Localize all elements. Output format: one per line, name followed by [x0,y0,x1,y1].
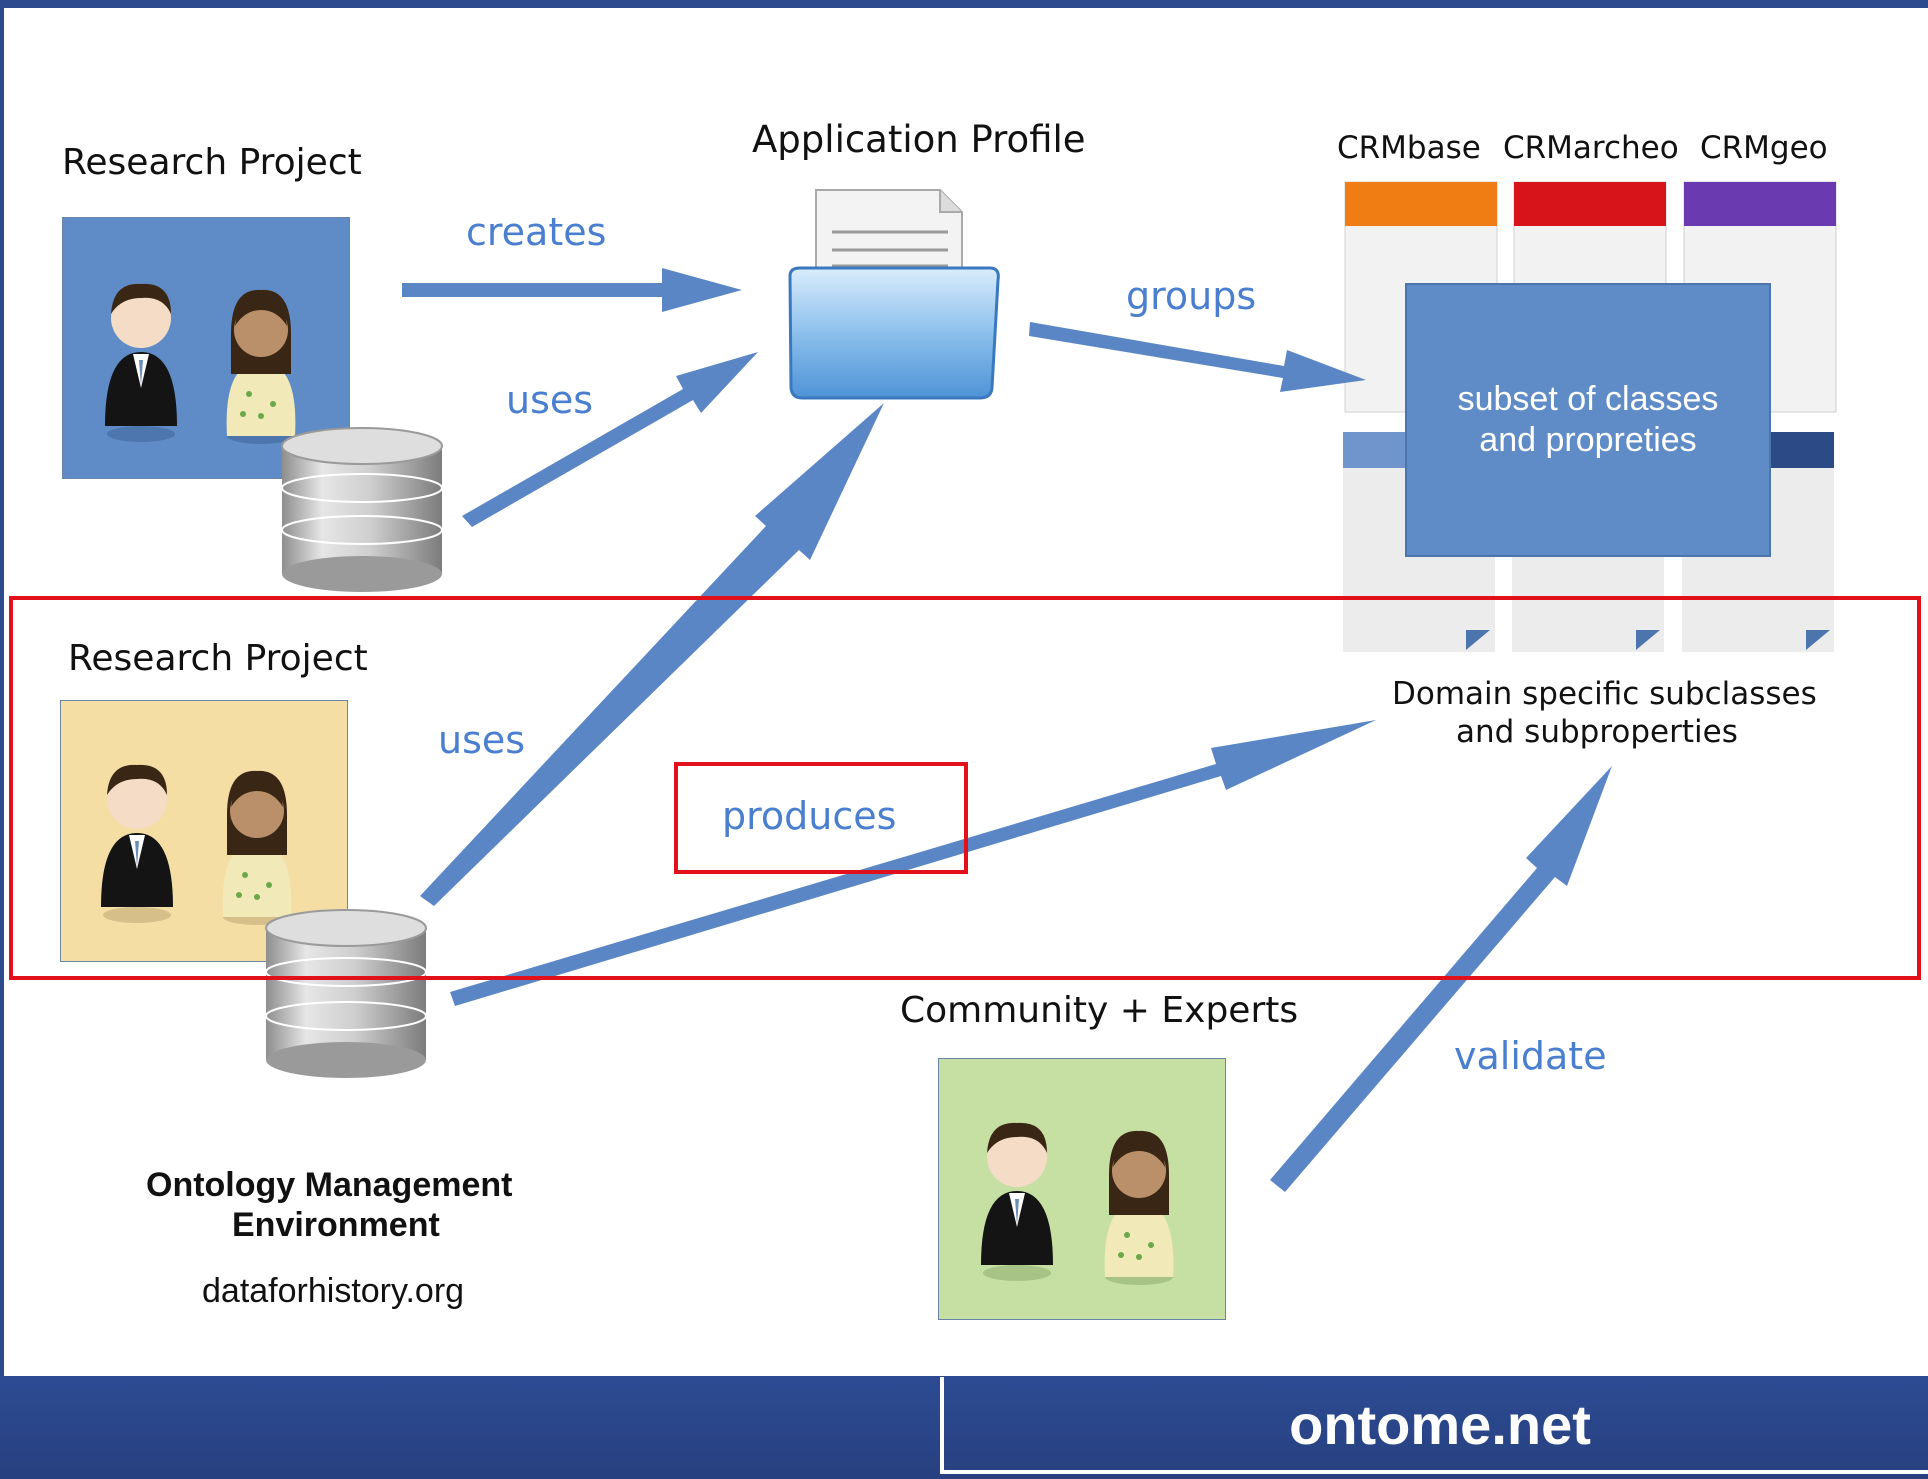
crmarcheo-label: CRMarcheo [1503,130,1679,166]
subset-box: subset of classes and propreties [1405,283,1771,557]
arrow-validate [1270,766,1612,1192]
arrow-creates [402,268,742,312]
produces-label: produces [722,794,897,838]
application-profile-folder-icon [788,189,1000,400]
website-label: dataforhistory.org [202,1272,465,1310]
people-icon [981,1122,1174,1285]
database-icon-top [281,427,443,592]
domain-specific-label-line2: and subproperties [1456,714,1738,750]
research-project-bottom-label: Research Project [68,638,368,679]
footer-site-label[interactable]: ontome.net [1289,1393,1591,1456]
people-icon [101,764,292,925]
footer-bar [0,1377,1928,1479]
domain-specific-label-line1: Domain specific subclasses [1392,676,1817,712]
community-experts-box [938,1058,1226,1320]
crmgeo-label: CRMgeo [1700,130,1828,166]
arrow-produces [450,720,1376,1006]
research-project-bottom-box [60,700,348,962]
highlight-rectangle-large [9,596,1921,980]
footer-panel [940,1377,1928,1474]
database-icon-bottom [265,909,427,1078]
subset-box-label: subset of classes and propreties [1457,380,1719,459]
highlight-rectangle-produces [674,762,968,874]
ome-title-line2: Environment [232,1206,440,1244]
uses-top-label: uses [506,378,594,422]
research-project-top-label: Research Project [62,142,362,183]
arrow-uses-top [462,352,758,527]
research-project-top-box [62,217,350,479]
groups-label: groups [1126,274,1257,318]
creates-label: creates [466,210,607,254]
people-icon [105,283,296,444]
application-profile-label: Application Profile [752,118,1086,161]
arrow-groups [1029,322,1366,392]
community-experts-label: Community + Experts [900,990,1299,1031]
crmbase-label: CRMbase [1337,130,1481,166]
validate-label: validate [1454,1034,1607,1078]
arrow-uses-bottom [420,403,884,906]
ome-title-line1: Ontology Management [146,1166,513,1204]
uses-bottom-label: uses [438,718,526,762]
